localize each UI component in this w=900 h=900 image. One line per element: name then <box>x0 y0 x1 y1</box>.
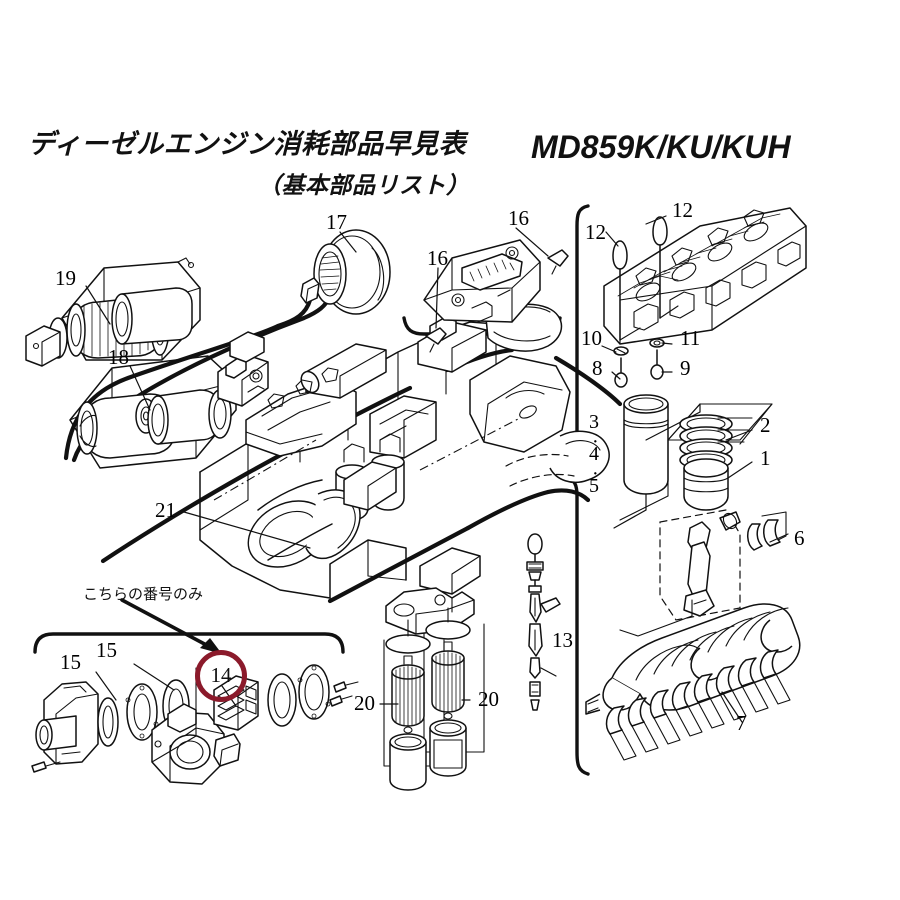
callout-21: 21 <box>155 498 176 522</box>
gasket-15-a <box>97 697 119 747</box>
rod-bearings-6 <box>747 511 787 551</box>
note-arrow <box>120 598 222 654</box>
alternator <box>343 461 397 511</box>
oil-filter-cartridge-b <box>425 607 471 720</box>
callout-19: 19 <box>55 266 76 290</box>
output-coupling <box>505 430 610 487</box>
callout-15-right: 15 <box>96 638 117 662</box>
callout-14-label: 14 <box>210 663 232 687</box>
callout-20-right: 20 <box>478 687 499 711</box>
callout-16-right: 16 <box>508 206 529 230</box>
fuel-filter-assembly-18 <box>69 331 269 469</box>
page-title: ディーゼルエンジン消耗部品早見表 <box>28 129 467 160</box>
connecting-rod-group <box>659 509 741 621</box>
annotation-note: こちらの番号のみ <box>83 585 204 603</box>
valve-12-left <box>612 240 641 341</box>
callout-12-left: 12 <box>585 220 606 244</box>
oil-filter-can-b <box>429 719 467 777</box>
callout-12-right: 12 <box>672 198 693 222</box>
valve-8 <box>614 357 628 388</box>
callout-13: 13 <box>552 628 573 652</box>
crank-pulley-17 <box>300 229 391 315</box>
callout-3: 3 <box>589 411 599 433</box>
air-filter-canister <box>111 287 193 345</box>
oil-filter-cartridge-a <box>385 619 431 734</box>
oil-filter-group-20 <box>383 587 485 791</box>
fuel-filter-body <box>147 389 232 445</box>
pump-housing <box>31 681 99 773</box>
page-subtitle: （基本部品リスト） <box>258 173 470 199</box>
callout-18: 18 <box>108 345 129 369</box>
callout-1: 1 <box>760 446 771 470</box>
callout-6: 6 <box>794 526 805 550</box>
callout-dot-1: · <box>592 431 599 453</box>
valve-12-right <box>652 216 679 319</box>
highlighted-callout-14: 14 <box>195 650 247 702</box>
callout-2: 2 <box>760 413 771 437</box>
oil-filter-can-a <box>389 733 427 791</box>
injector-nozzle-13 <box>526 533 561 711</box>
callout-dot-2: · <box>592 463 599 485</box>
nozzle-16-left <box>425 327 447 353</box>
seawater-pump-group <box>31 664 359 785</box>
callout-20-left: 20 <box>354 691 375 715</box>
callout-9: 9 <box>680 356 691 380</box>
piston-1 <box>683 458 729 511</box>
callout-7: 7 <box>736 711 747 735</box>
cylinder-liner-345 <box>613 394 701 529</box>
callout-11: 11 <box>680 326 701 350</box>
model-code: MD859K/KU/KUH <box>531 129 791 165</box>
callout-17: 17 <box>326 210 347 234</box>
nozzle-16-right <box>547 249 569 275</box>
callout-16-left: 16 <box>427 246 448 270</box>
valve-9 <box>650 349 664 380</box>
cylinder-head-assembly <box>603 207 807 388</box>
callout-8: 8 <box>592 356 603 380</box>
engine-bracket <box>419 547 481 595</box>
callout-15-left: 15 <box>60 650 81 674</box>
retainer-10 <box>613 346 629 356</box>
crankshaft-assembly-7 <box>585 599 801 761</box>
piston-rings-assembly <box>619 403 787 621</box>
pump-body-center <box>151 703 241 785</box>
air-filter-assembly-19 <box>25 257 201 367</box>
gasket-15-b <box>125 683 159 741</box>
engine-assembly-illustration <box>100 303 623 604</box>
callout-4: 4 <box>589 443 599 465</box>
rocker-cover-16 <box>423 239 569 353</box>
callout-10: 10 <box>581 326 602 350</box>
callout-5: 5 <box>589 475 599 497</box>
fuel-pump-head <box>217 331 269 407</box>
front-belt-drive <box>247 479 361 568</box>
callout-leader-lines <box>85 215 789 723</box>
